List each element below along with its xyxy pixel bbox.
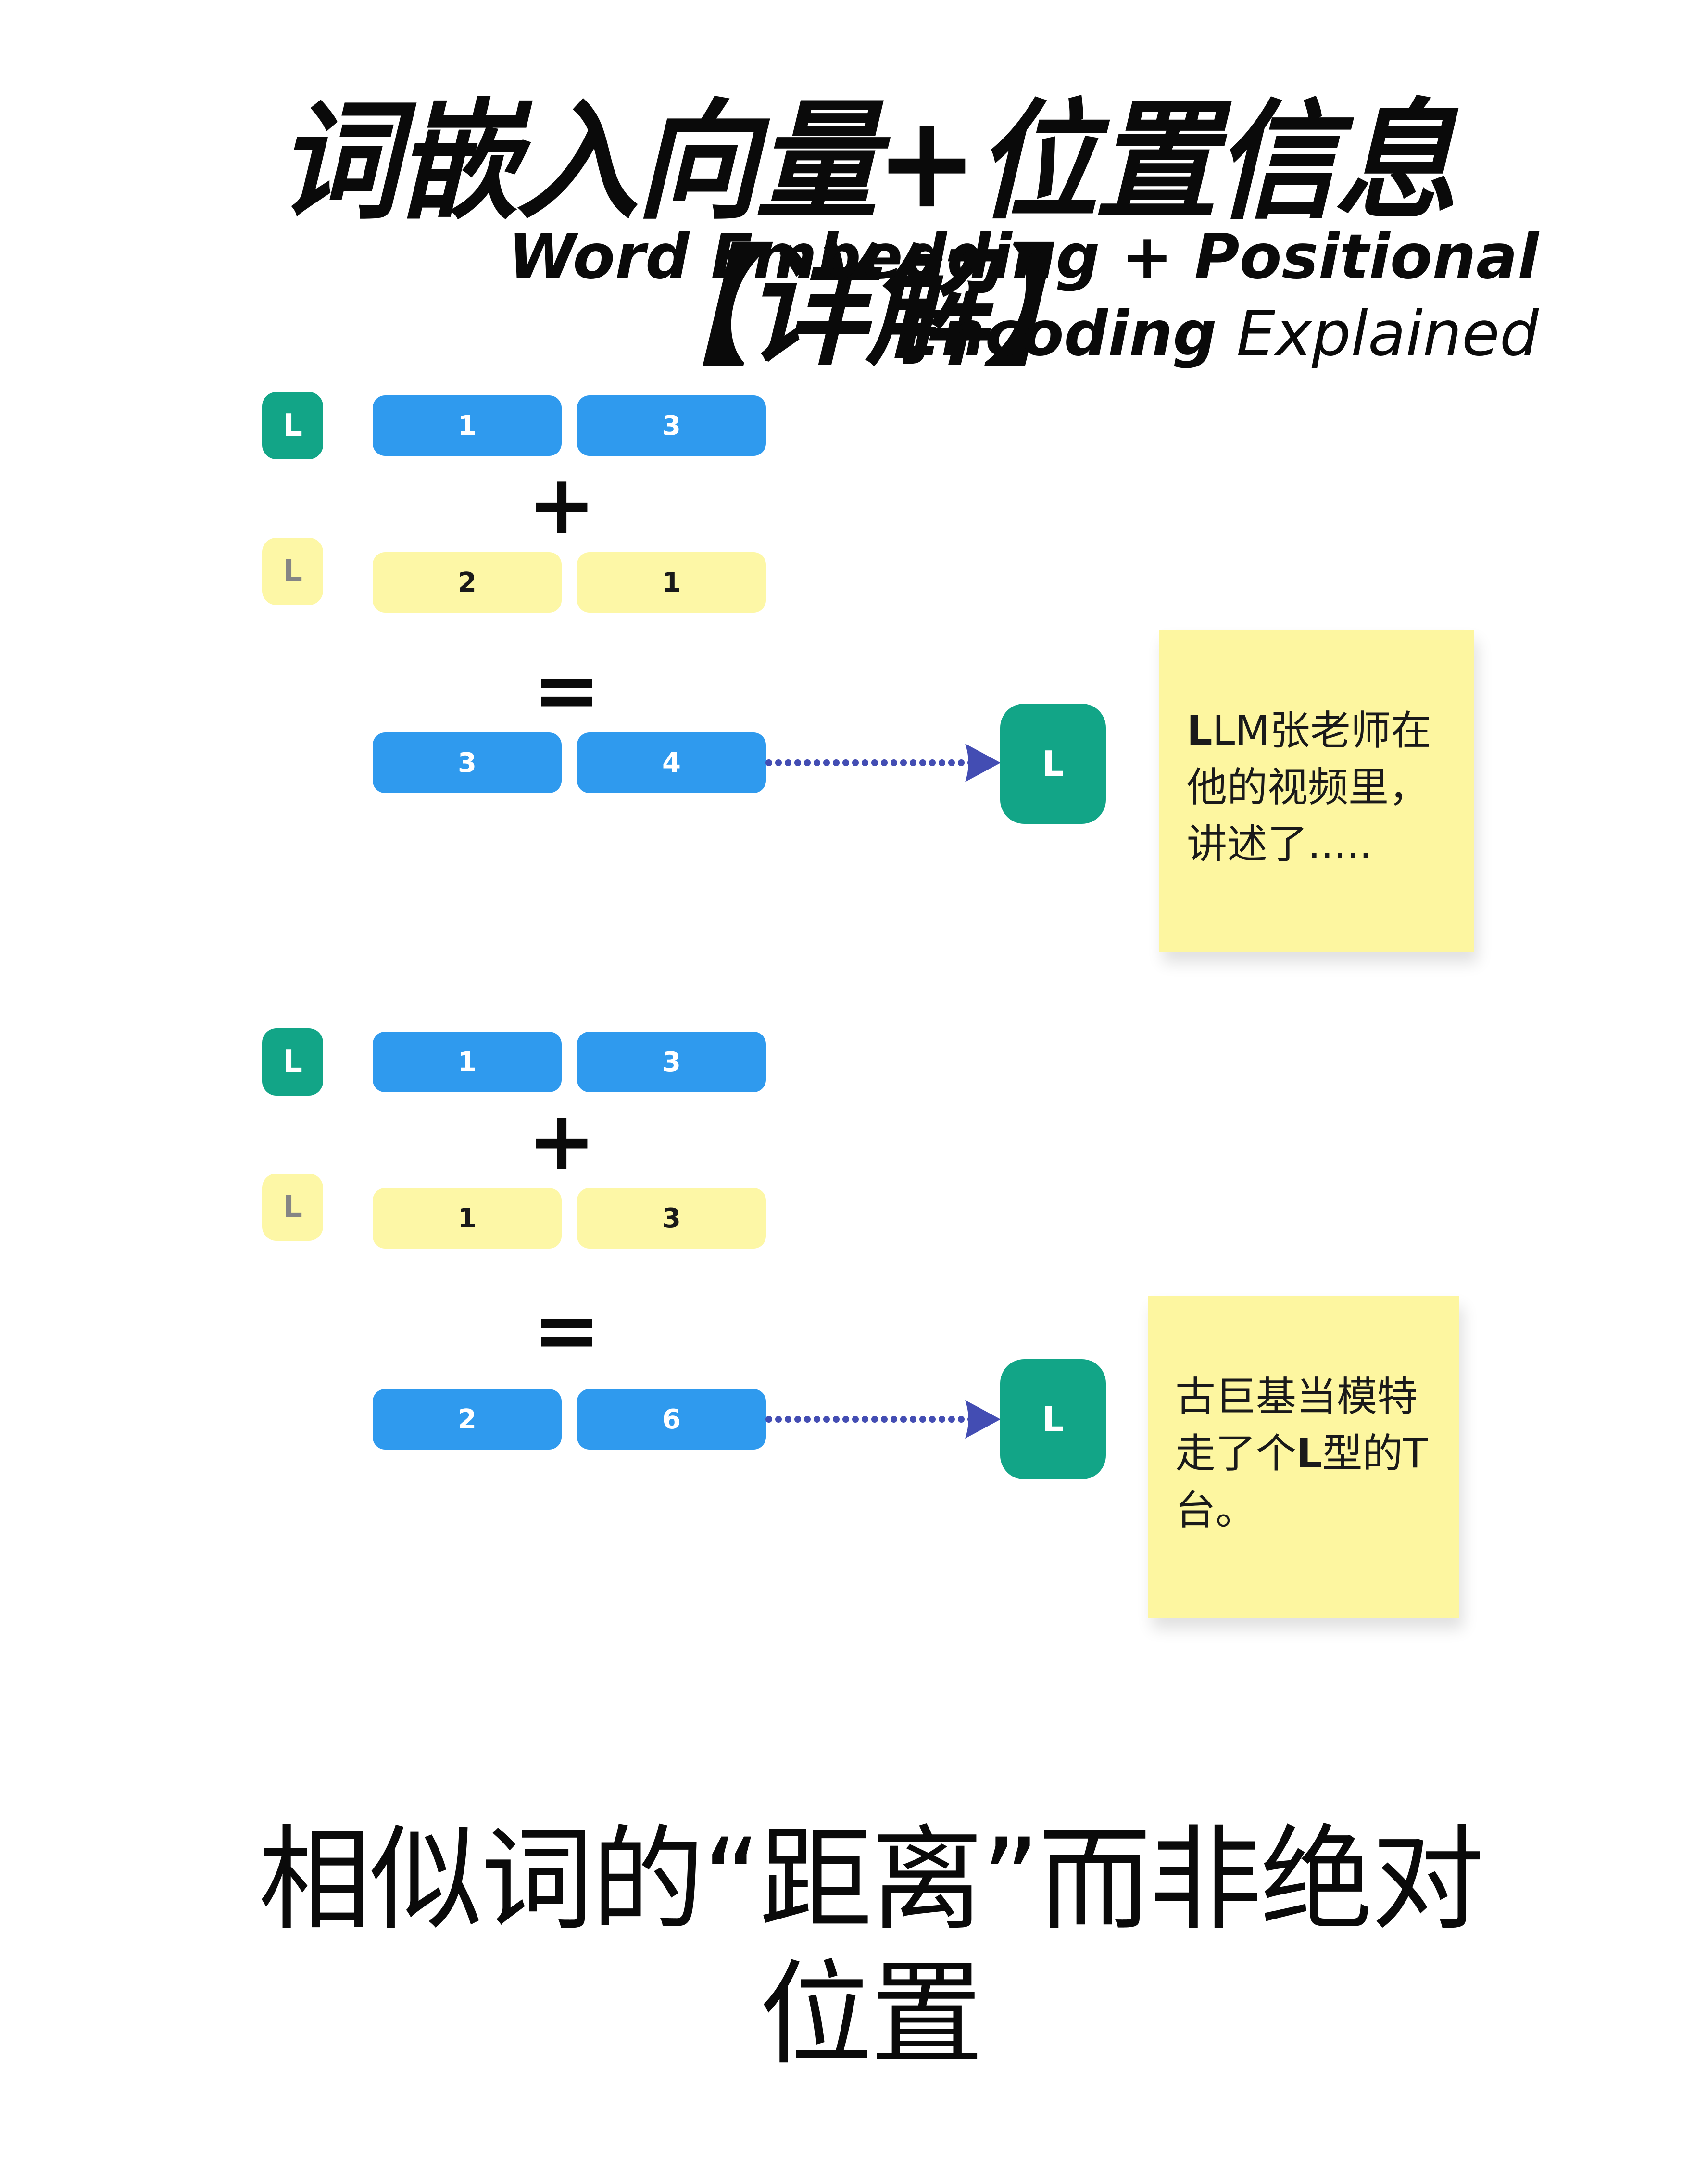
note-text-before: 古巨基当模特走了个 <box>1175 1373 1418 1477</box>
plus-sign: + <box>527 457 596 553</box>
position-tag: L <box>262 538 323 605</box>
note-text: LM张老师在他的视频里，讲述了..... <box>1187 707 1431 868</box>
position-cell: 2 <box>373 552 562 613</box>
note-bold: L <box>1296 1430 1322 1477</box>
result-cell: 3 <box>373 732 562 793</box>
equals-sign: = <box>532 643 601 738</box>
note-bold-lead: L <box>1187 707 1213 754</box>
result-cell: 4 <box>577 732 766 793</box>
sticky-note: 古巨基当模特走了个L型的T台。 <box>1148 1296 1459 1618</box>
position-tag: L <box>262 1174 323 1241</box>
output-token-tag: L <box>1000 1359 1106 1479</box>
token-tag: L <box>262 1028 323 1096</box>
position-cell: 1 <box>373 1188 562 1249</box>
arrow-dots <box>765 1416 974 1423</box>
page-title: 词嵌入向量+位置信息【详解】 <box>276 87 1457 384</box>
embedding-cell: 3 <box>577 395 766 456</box>
subtitle-bold: Word Embedding + Positional Encoding <box>508 221 1539 370</box>
result-cell: 6 <box>577 1389 766 1450</box>
plus-sign: + <box>527 1094 596 1189</box>
sticky-note: LLM张老师在他的视频里，讲述了..... <box>1159 630 1474 952</box>
embedding-cell: 3 <box>577 1032 766 1092</box>
note-text-after: 型的T台。 <box>1175 1430 1428 1534</box>
subtitle-regular: Explained <box>1236 298 1539 370</box>
arrowhead-icon <box>965 744 1001 782</box>
footer-caption: 相似词的“距离”而非绝对位置 <box>258 1815 1484 2081</box>
embedding-cell: 1 <box>373 1032 562 1092</box>
dotted-arrow <box>765 744 1001 782</box>
position-cell: 1 <box>577 552 766 613</box>
dotted-arrow <box>765 1400 1001 1439</box>
embedding-cell: 1 <box>373 395 562 456</box>
equals-sign: = <box>532 1283 601 1378</box>
result-cell: 2 <box>373 1389 562 1450</box>
output-token-tag: L <box>1000 704 1106 824</box>
arrow-dots <box>765 759 974 766</box>
token-tag: L <box>262 392 323 459</box>
arrowhead-icon <box>965 1400 1001 1439</box>
page-subtitle: Word Embedding + Positional Encoding Exp… <box>212 219 1539 373</box>
position-cell: 3 <box>577 1188 766 1249</box>
